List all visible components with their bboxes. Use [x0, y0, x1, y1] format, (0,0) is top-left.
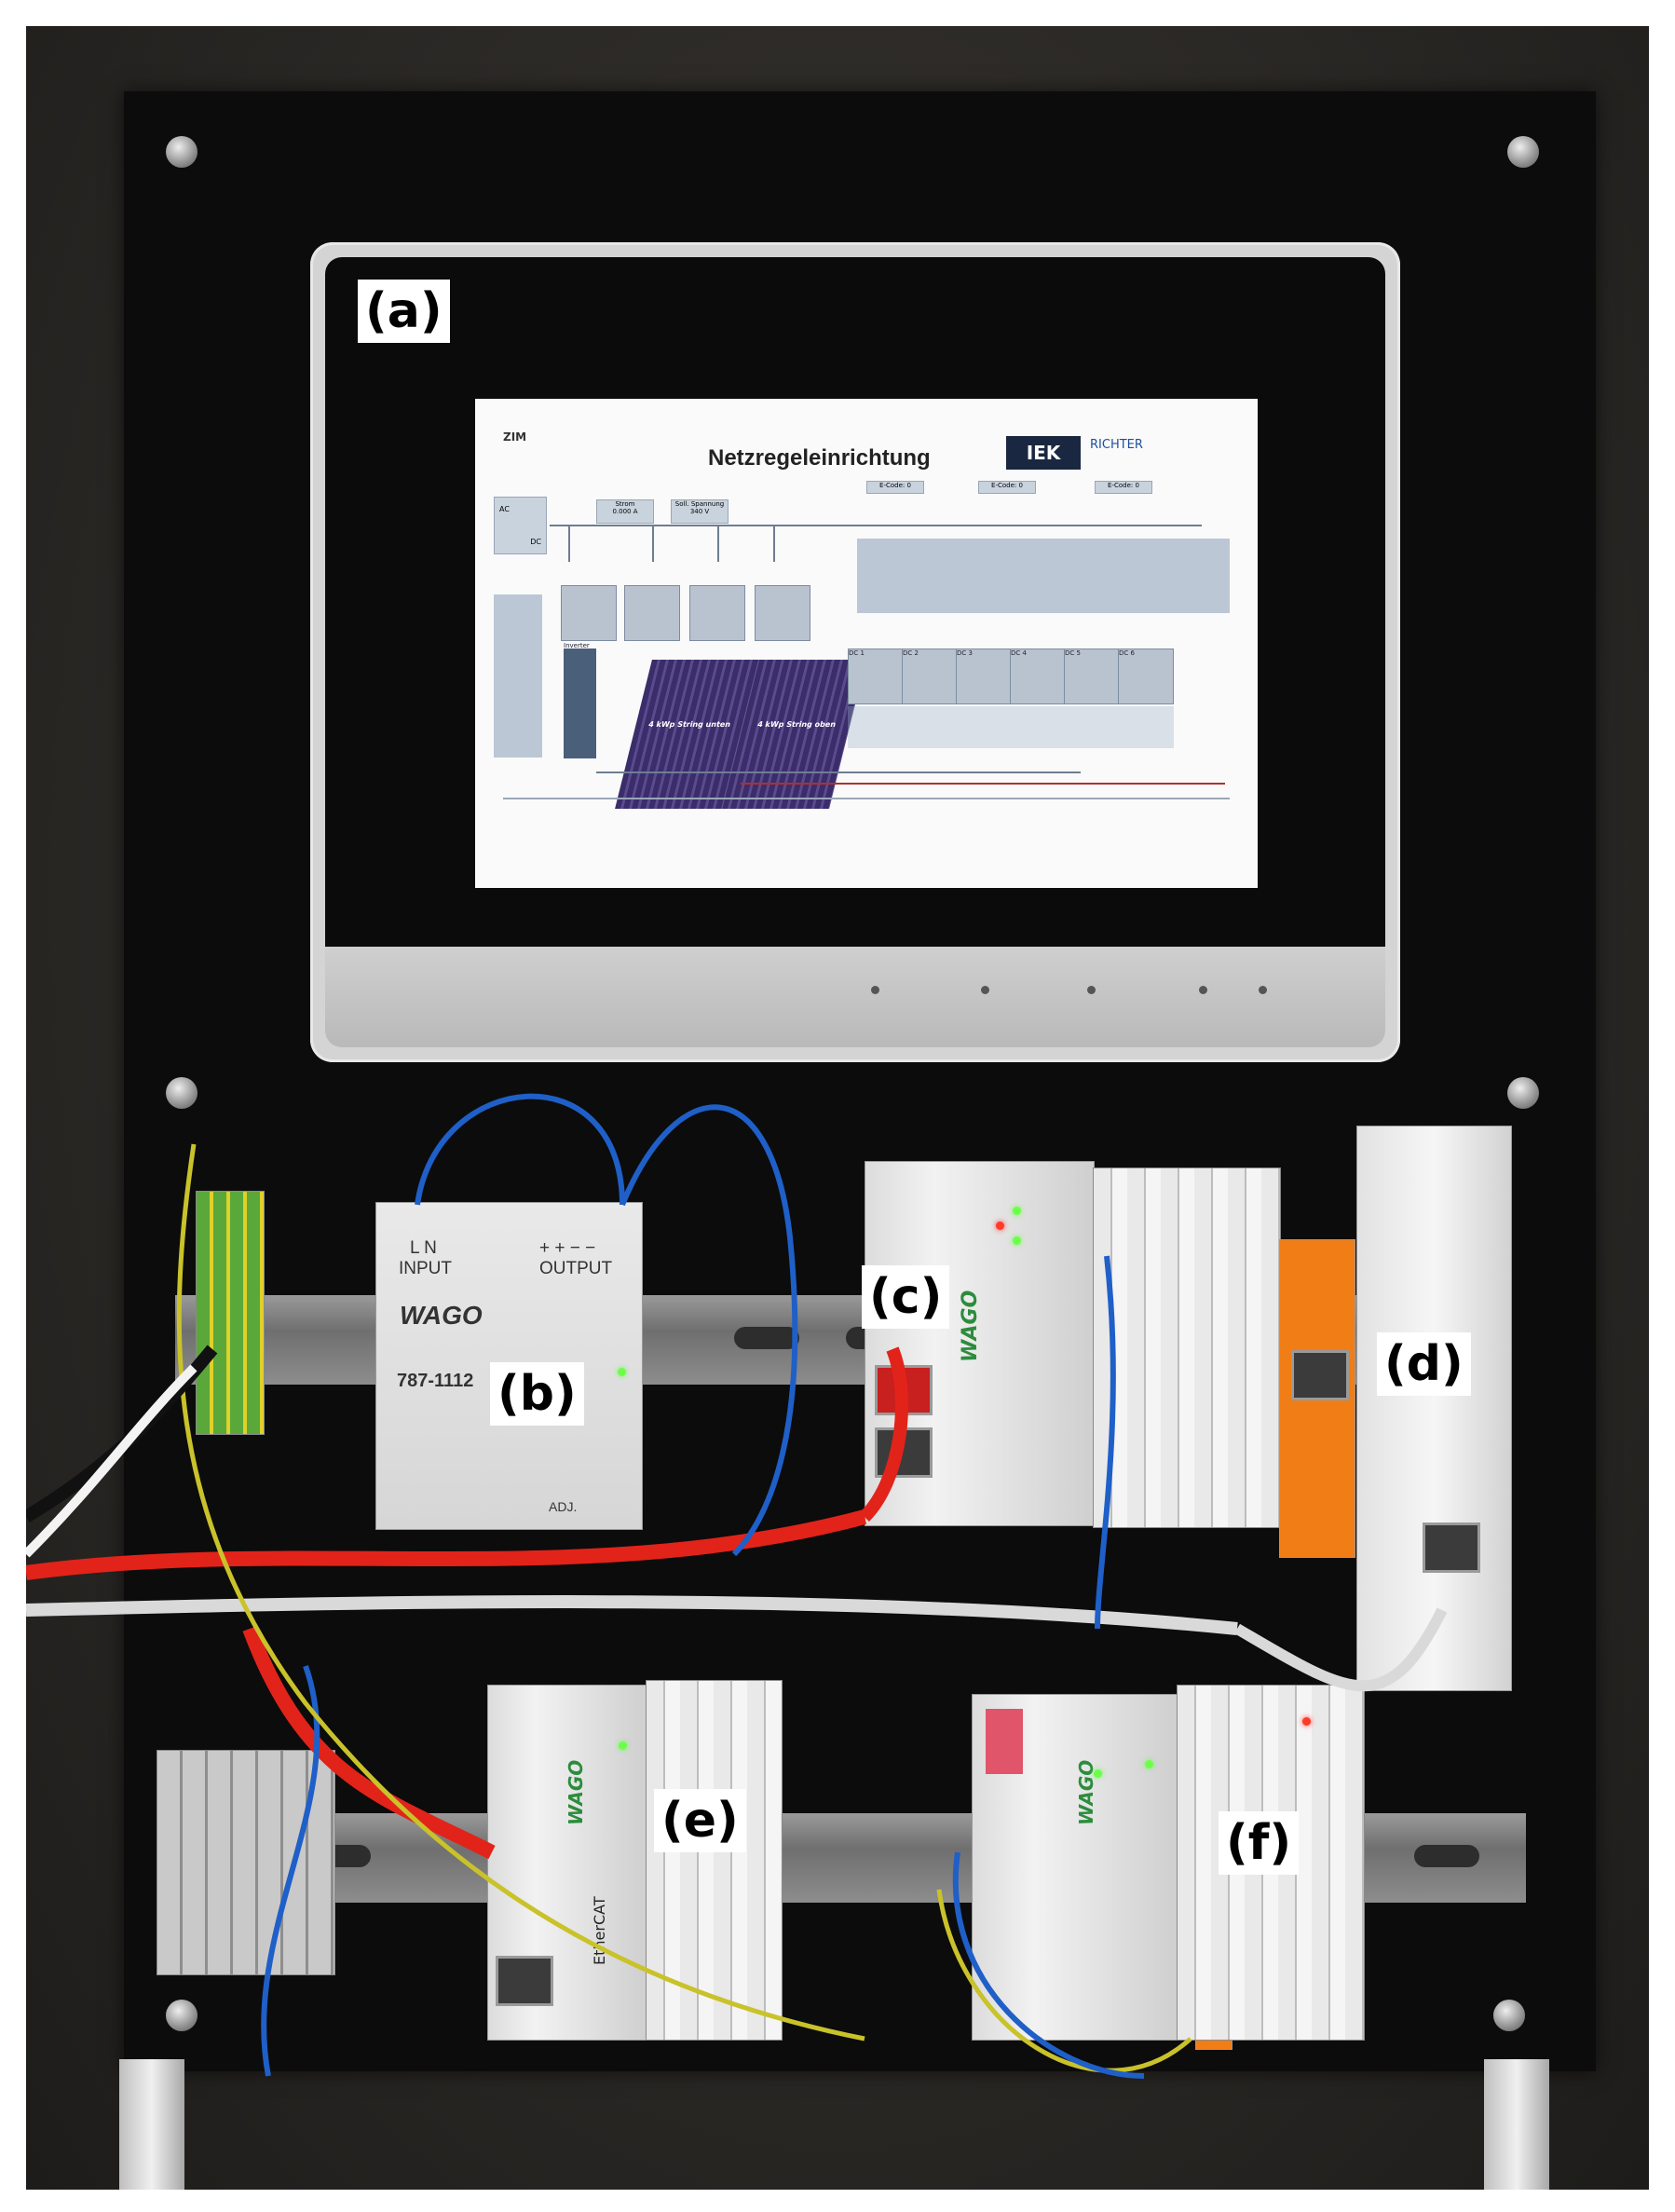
- psu-model: 787-1112: [397, 1371, 474, 1391]
- dc-converter-b: [689, 585, 745, 641]
- orange-module-ethernet[interactable]: [1291, 1350, 1349, 1400]
- terminal-block-bottom-left: [157, 1750, 335, 1975]
- photo: ZIM Netzregeleinrichtung IEK RICHTER AC …: [26, 26, 1649, 2190]
- dc-readouts: [848, 706, 1174, 748]
- ethercat-port[interactable]: [496, 1956, 553, 2006]
- ground-terminals: [196, 1191, 265, 1435]
- ecode-3: E-Code: 0: [1095, 481, 1152, 494]
- stand-leg-right: [1484, 2059, 1549, 2190]
- richter-logo: RICHTER: [1090, 438, 1143, 452]
- dc-unit-6: DC 6: [1118, 649, 1174, 704]
- screen-title: Netzregeleinrichtung: [708, 445, 931, 471]
- edge-ethernet[interactable]: [1423, 1522, 1480, 1573]
- psu-power-led: [618, 1368, 626, 1376]
- iek-logo: IEK: [1006, 436, 1081, 470]
- label-f: (f): [1219, 1811, 1300, 1875]
- hmi-screen[interactable]: ZIM Netzregeleinrichtung IEK RICHTER AC …: [475, 399, 1258, 888]
- stand-leg-left: [119, 2059, 184, 2190]
- inverter-dc-ac: Inverter: [561, 585, 617, 649]
- screw-top-right: [1507, 136, 1539, 168]
- ecode-2: E-Code: 0: [978, 481, 1036, 494]
- screw-mid-right: [1507, 1077, 1539, 1109]
- status-rows: [857, 539, 1230, 613]
- screw-bottom-right: [1493, 2000, 1525, 2031]
- screw-bottom-left: [166, 2000, 197, 2031]
- edge-computer: [1356, 1126, 1512, 1691]
- battery-gauge: [564, 649, 596, 758]
- ethercat-coupler: WAGO EtherCAT: [487, 1685, 647, 2041]
- orange-io-module: [1279, 1239, 1355, 1558]
- screw-mid-left: [166, 1077, 197, 1109]
- left-indicators: [494, 594, 542, 758]
- dc-converter-c: [755, 585, 810, 641]
- fieldbus-coupler: WAGO: [972, 1694, 1178, 2041]
- wiring: [26, 1093, 1448, 2079]
- screw-top-left: [166, 136, 197, 168]
- label-d: (d): [1377, 1332, 1471, 1396]
- ecode-1: E-Code: 0: [866, 481, 924, 494]
- label-c: (c): [862, 1265, 950, 1329]
- hmi-bottom-strip: [325, 947, 1385, 1047]
- io-terminals-c: [1093, 1167, 1281, 1528]
- label-b: (b): [490, 1362, 584, 1426]
- plc-controller: WAGO: [865, 1161, 1095, 1526]
- label-a: (a): [358, 280, 450, 343]
- ac-dc-block: AC DC: [494, 497, 547, 554]
- label-e: (e): [654, 1789, 746, 1852]
- dc-converter-a: [624, 585, 680, 641]
- psu-brand: WAGO: [400, 1301, 483, 1330]
- zim-logo: ZIM: [503, 430, 527, 444]
